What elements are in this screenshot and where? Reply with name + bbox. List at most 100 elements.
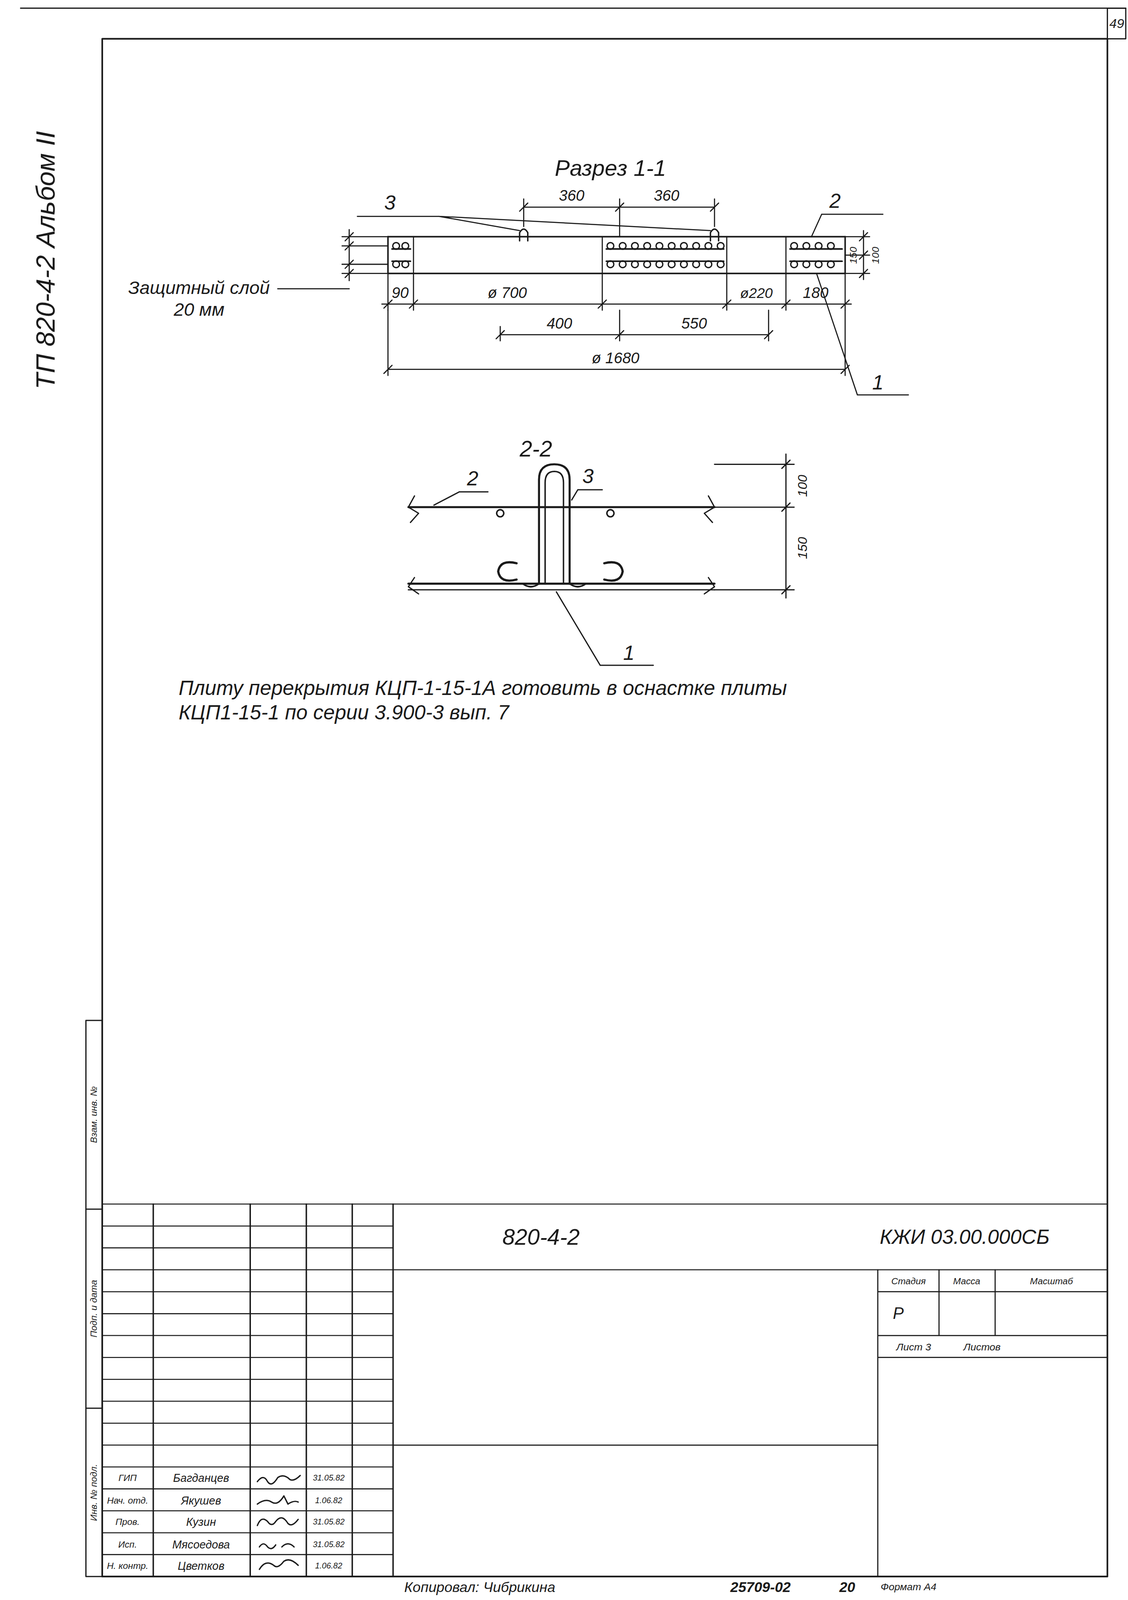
- title-block: [102, 1203, 1108, 1577]
- drawing-line-stroke: [392, 242, 400, 250]
- drawing-line-stroke: [668, 242, 676, 250]
- drawing-line-stroke: [790, 242, 798, 250]
- note-text: Защитный слой 20 мм: [122, 277, 276, 322]
- drawing-line-stroke: [692, 261, 700, 268]
- section-2-2-stroke: [544, 471, 564, 584]
- title-block-stroke: [257, 1496, 299, 1505]
- section-2-2-stroke: [408, 582, 715, 585]
- title-block-stroke: [257, 1475, 301, 1485]
- section-2-2-stroke: [408, 506, 715, 509]
- table-cell: 1.06.82: [315, 1495, 343, 1506]
- title-block-stroke: [259, 1560, 298, 1570]
- section-1-1-stroke: [726, 236, 728, 274]
- table-cell: Багданцев: [173, 1471, 230, 1485]
- drawing-line-stroke: [619, 242, 627, 250]
- section-1-1-stroke: [392, 249, 843, 262]
- section-2-2-stroke: [556, 591, 654, 666]
- section-1-1-stroke: [383, 300, 850, 309]
- table-cell: Мясоедова: [172, 1537, 231, 1552]
- document-code: КЖИ 03.00.000СБ: [879, 1224, 1050, 1250]
- section-1-1: [277, 198, 909, 395]
- section-2-2-stroke: [714, 454, 795, 599]
- dimension: 90: [391, 283, 409, 302]
- section-1-1-stroke: [601, 236, 604, 274]
- title-block-stroke: [102, 1203, 1108, 1555]
- drawing-line-stroke: [815, 261, 823, 268]
- copy-note: 25709-02: [730, 1578, 791, 1597]
- drawing-line-stroke: [705, 261, 712, 268]
- dimension: 360: [653, 186, 680, 206]
- table-cell: Нач. отд.: [107, 1495, 149, 1507]
- drawing-line-stroke: [392, 261, 400, 268]
- section-2-2-stroke: [571, 489, 603, 501]
- dimension: 180: [802, 283, 829, 302]
- drawing-line-stroke: [802, 261, 810, 268]
- section-title: Разрез 1-1: [554, 154, 667, 183]
- sheet-frame-stroke: [1107, 7, 1126, 39]
- table-cell: Якушев: [181, 1493, 222, 1508]
- table-cell: Н. контр.: [107, 1560, 149, 1572]
- drawing-line-stroke: [705, 242, 712, 250]
- sheet-frame: [20, 7, 1126, 1577]
- section-1-1-stroke: [413, 236, 415, 274]
- drawing-line-stroke: [717, 242, 724, 250]
- sheet-number: 49: [1109, 15, 1125, 32]
- section-1-1-stroke: [388, 235, 846, 238]
- section-1-1-stroke: [519, 198, 719, 237]
- document-code: 820-4-2: [502, 1223, 580, 1252]
- dimension: ø 1680: [591, 349, 640, 368]
- title-block-stroke: [153, 1203, 394, 1577]
- callout-number: 2: [829, 188, 841, 214]
- table-cell: Пров.: [115, 1516, 140, 1528]
- drawing-line-stroke: [827, 242, 835, 250]
- drawing-line-stroke: [655, 242, 663, 250]
- section-title: 2-2: [519, 435, 553, 463]
- title-block-stroke: [393, 1269, 1108, 1577]
- drawing-line-stroke: [619, 261, 627, 268]
- section-2-2-stroke: [408, 589, 715, 591]
- callout-number: 1: [872, 370, 884, 395]
- stamp-field: Взам. инв. №: [88, 1086, 100, 1144]
- drawing-line-stroke: [680, 261, 688, 268]
- title-block-stroke: [259, 1544, 294, 1550]
- sheet-frame-stroke: [85, 1208, 103, 1211]
- dimension: 150: [847, 246, 860, 264]
- section-2-2-stroke: [498, 562, 517, 581]
- table-cell: 31.05.82: [312, 1517, 345, 1527]
- section-1-1-stroke: [816, 273, 909, 395]
- drawing-line-stroke: [643, 242, 651, 250]
- drawing-line-stroke: [401, 261, 409, 268]
- table-cell: Лист 3: [896, 1341, 931, 1354]
- table-cell: ГИП: [118, 1472, 137, 1484]
- section-1-1-stroke: [387, 236, 389, 274]
- section-2-2: [408, 454, 795, 666]
- table-cell: Листов: [963, 1341, 1001, 1354]
- drawing-line-stroke: [631, 242, 639, 250]
- table-cell: 31.05.82: [312, 1473, 345, 1483]
- copy-note: 20: [839, 1578, 856, 1597]
- dimension: 360: [558, 186, 585, 206]
- section-2-2-stroke: [604, 562, 623, 581]
- section-1-1-stroke: [277, 288, 350, 290]
- dimension: ø220: [740, 284, 773, 302]
- table-cell: Стадия: [891, 1275, 926, 1287]
- drawing-line-stroke: [692, 242, 700, 250]
- drawing-line-stroke: [643, 261, 651, 268]
- sheet-frame-stroke: [85, 1020, 103, 1577]
- drawing-line-stroke: [401, 242, 409, 250]
- table-cell: Р: [893, 1303, 905, 1324]
- section-1-1-stroke: [383, 310, 850, 376]
- title-block-stroke: [257, 1517, 299, 1526]
- drawing-line-stroke: [607, 261, 614, 268]
- section-1-1-stroke: [388, 272, 846, 275]
- section-2-2-stroke: [433, 492, 489, 506]
- section-1-1-stroke: [381, 273, 852, 311]
- copy-note: Копировал: Чибрикина: [404, 1578, 556, 1597]
- drawing-line-stroke: [680, 242, 688, 250]
- dimension: 150: [794, 536, 811, 560]
- drawing-line-stroke: [802, 242, 810, 250]
- section-1-1-stroke: [785, 236, 787, 274]
- drawing-line-stroke: [631, 261, 639, 268]
- section-1-1-stroke: [845, 230, 870, 280]
